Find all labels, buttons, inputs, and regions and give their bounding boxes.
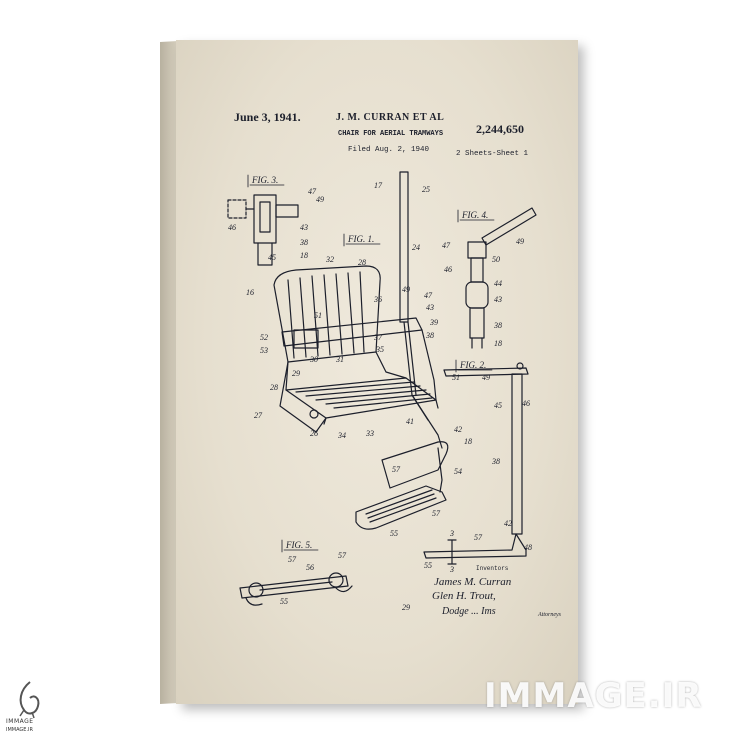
svg-text:57: 57 xyxy=(392,465,401,474)
svg-text:57: 57 xyxy=(288,555,297,564)
svg-text:54: 54 xyxy=(454,467,462,476)
fig2-drawing xyxy=(423,362,529,565)
svg-text:28: 28 xyxy=(358,258,366,267)
svg-text:43: 43 xyxy=(494,295,502,304)
svg-text:50: 50 xyxy=(492,255,500,264)
svg-text:48: 48 xyxy=(524,543,532,552)
logo-wordmark: IMMAGE xyxy=(6,718,34,725)
svg-text:47: 47 xyxy=(424,291,433,300)
svg-text:18: 18 xyxy=(300,251,308,260)
fig3-label: FIG. 3. xyxy=(251,175,278,185)
inventors-label: Inventors xyxy=(476,565,509,572)
svg-text:49: 49 xyxy=(316,195,324,204)
svg-text:35: 35 xyxy=(375,345,384,354)
svg-text:46: 46 xyxy=(444,265,452,274)
svg-text:3: 3 xyxy=(449,565,454,574)
svg-text:39: 39 xyxy=(429,318,438,327)
svg-text:42: 42 xyxy=(454,425,462,434)
svg-text:43: 43 xyxy=(300,223,308,232)
svg-text:47: 47 xyxy=(442,241,451,250)
svg-text:38: 38 xyxy=(491,457,500,466)
fig4-label: FIG. 4. xyxy=(461,210,488,220)
svg-text:49: 49 xyxy=(516,237,524,246)
svg-text:30: 30 xyxy=(309,355,318,364)
svg-text:56: 56 xyxy=(306,563,314,572)
immage-logo-icon xyxy=(19,681,40,719)
svg-text:29: 29 xyxy=(292,369,300,378)
svg-text:53: 53 xyxy=(260,346,268,355)
svg-text:24: 24 xyxy=(412,243,420,252)
sheet-count: 2 Sheets-Sheet 1 xyxy=(456,150,529,158)
svg-text:18: 18 xyxy=(464,437,472,446)
svg-text:46: 46 xyxy=(228,223,236,232)
svg-text:38: 38 xyxy=(299,238,308,247)
svg-text:47: 47 xyxy=(308,187,317,196)
fig5-drawing xyxy=(239,572,353,606)
svg-text:38: 38 xyxy=(425,331,434,340)
svg-text:49: 49 xyxy=(482,373,490,382)
immage-watermark: IMMAGE.IR xyxy=(484,676,703,716)
svg-text:3: 3 xyxy=(449,529,454,538)
svg-text:46: 46 xyxy=(522,399,530,408)
svg-text:55: 55 xyxy=(390,529,398,538)
svg-text:18: 18 xyxy=(494,339,502,348)
fig3-drawing xyxy=(227,194,299,266)
inventor-signature-1: James M. Curran xyxy=(434,576,512,588)
svg-text:17: 17 xyxy=(374,181,383,190)
svg-text:16: 16 xyxy=(246,288,254,297)
svg-text:28: 28 xyxy=(270,383,278,392)
svg-text:55: 55 xyxy=(280,597,288,606)
svg-text:49: 49 xyxy=(402,285,410,294)
svg-text:36: 36 xyxy=(373,295,382,304)
svg-text:26: 26 xyxy=(310,429,318,438)
svg-text:31: 31 xyxy=(335,355,344,364)
svg-text:41: 41 xyxy=(406,417,414,426)
svg-text:33: 33 xyxy=(365,429,374,438)
fig5-label: FIG. 5. xyxy=(285,540,312,550)
inventor-signature-2: Glen H. Trout, xyxy=(432,590,496,602)
svg-text:45: 45 xyxy=(268,253,276,262)
patent-date: June 3, 1941. xyxy=(234,110,301,124)
svg-text:44: 44 xyxy=(494,279,502,288)
svg-text:43: 43 xyxy=(426,303,434,312)
logo-url: IMMAGE.IR xyxy=(6,727,34,733)
svg-text:42: 42 xyxy=(504,519,512,528)
svg-text:57: 57 xyxy=(432,509,441,518)
attorney-label: Attorneys xyxy=(538,612,561,618)
svg-text:25: 25 xyxy=(422,185,430,194)
fig1-label: FIG. 1. xyxy=(347,234,374,244)
figure-labels: FIG. 1. FIG. 2. FIG. 3. FIG. 4. FIG. 5. xyxy=(251,175,488,550)
svg-text:38: 38 xyxy=(493,321,502,330)
chair-hanger-pole xyxy=(399,171,443,449)
fig2-label: FIG. 2. xyxy=(459,360,486,370)
filed-date: Filed Aug. 2, 1940 xyxy=(348,146,430,154)
figure-label-underlines xyxy=(247,174,495,553)
svg-text:34: 34 xyxy=(337,431,346,440)
svg-text:55: 55 xyxy=(424,561,432,570)
inventor-header: J. M. CURRAN ET AL xyxy=(336,112,445,123)
fig4-drawing xyxy=(465,207,537,349)
svg-text:51: 51 xyxy=(314,311,322,320)
patent-subtitle: CHAIR FOR AERIAL TRAMWAYS xyxy=(338,130,444,138)
footrest-drawing xyxy=(355,441,449,530)
svg-text:57: 57 xyxy=(338,551,347,560)
svg-text:52: 52 xyxy=(260,333,268,342)
svg-text:37: 37 xyxy=(373,333,383,342)
fig1-chair-drawing xyxy=(273,265,439,433)
svg-text:32: 32 xyxy=(325,255,334,264)
svg-text:45: 45 xyxy=(494,401,502,410)
svg-text:27: 27 xyxy=(254,411,263,420)
svg-text:29: 29 xyxy=(402,603,410,612)
patent-number: 2,244,650 xyxy=(476,122,524,136)
svg-text:51: 51 xyxy=(452,373,460,382)
attorney-signature: Dodge ... Ims xyxy=(442,606,496,617)
svg-text:57: 57 xyxy=(474,533,483,542)
